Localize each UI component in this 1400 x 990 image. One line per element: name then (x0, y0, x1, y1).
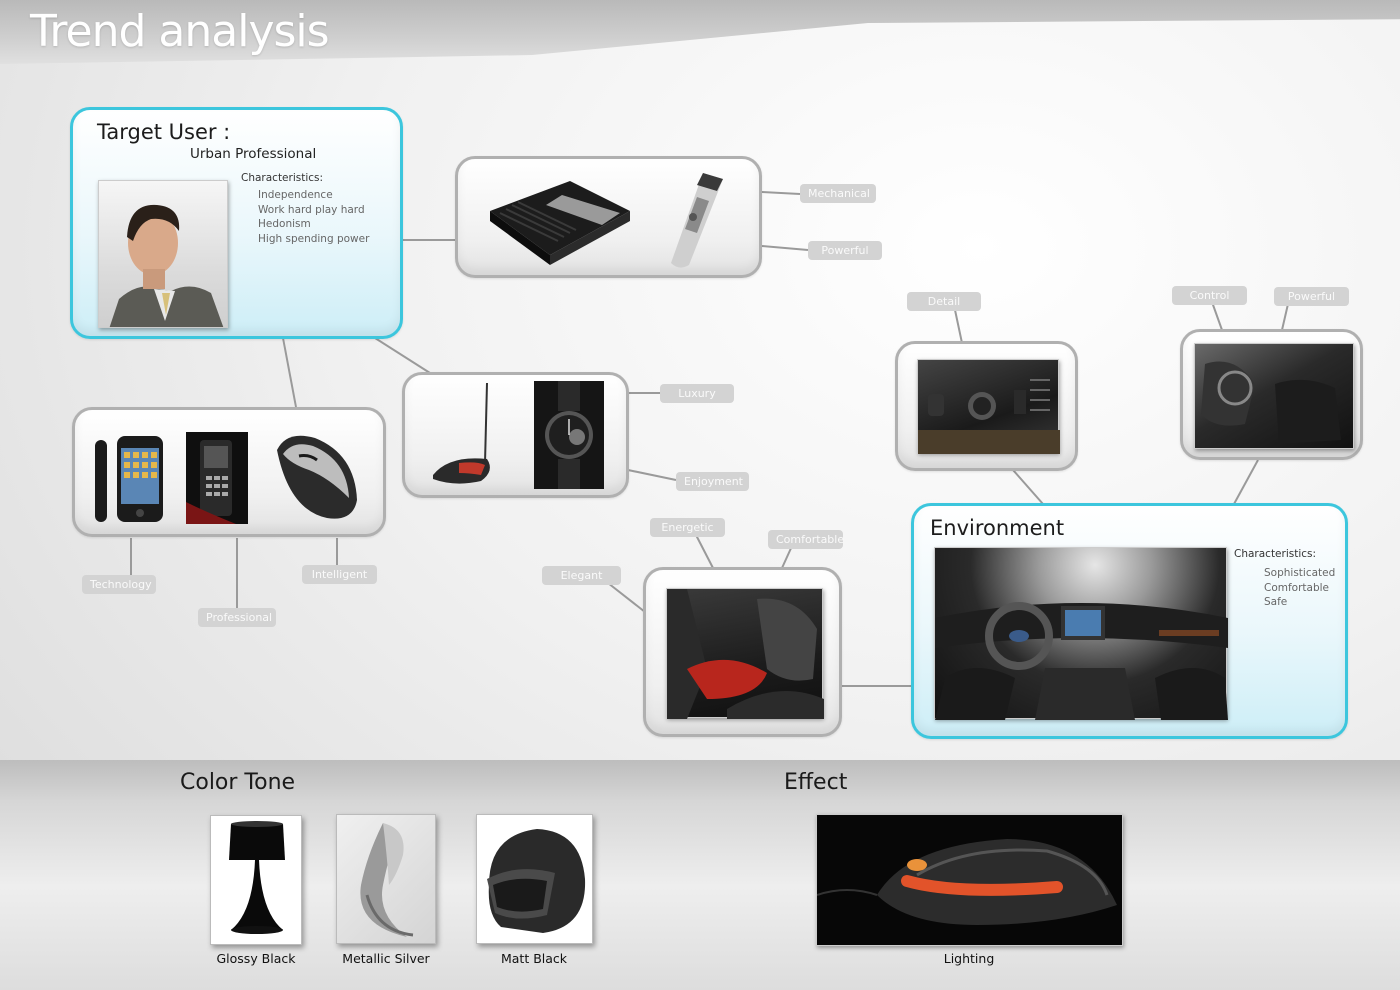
tag-control: Control (1172, 286, 1247, 305)
tag-detail: Detail (907, 292, 981, 311)
user-portrait (98, 180, 228, 328)
tag-elegant: Elegant (542, 566, 621, 585)
environment-box: Environment Characteristics: Sophisticat… (911, 503, 1348, 739)
tag-intelligent: Intelligent (302, 565, 377, 584)
watch-image (534, 381, 604, 489)
lighting-caption: Lighting (943, 951, 995, 966)
tag-enjoyment: Enjoyment (676, 472, 749, 491)
target-user-box: Target User : Urban Professional Charact… (70, 107, 403, 339)
tag-powerful-2: Powerful (1274, 287, 1349, 306)
tag-professional: Professional (198, 608, 276, 627)
metallic-silver-swatch (336, 814, 436, 944)
dashboard-detail-photo (917, 359, 1060, 454)
characteristic-item: High spending power (258, 232, 370, 245)
matt-black-caption: Matt Black (500, 951, 568, 966)
matt-black-swatch (476, 814, 593, 944)
car-seat-photo (666, 588, 824, 719)
characteristic-item: Sophisticated (1264, 567, 1336, 579)
smartphone-image (93, 434, 167, 528)
effect-title: Effect (784, 770, 848, 795)
characteristic-item: Safe (1264, 596, 1288, 608)
glossy-black-swatch (210, 815, 302, 945)
tag-powerful: Powerful (808, 241, 882, 260)
comfort-box (643, 567, 842, 737)
characteristic-item: Hedonism (258, 218, 311, 230)
target-user-characteristics-list: Independence Work hard play hard Hedonis… (258, 188, 369, 246)
luxury-products-box (402, 372, 629, 498)
environment-title: Environment (930, 516, 1065, 540)
tag-energetic: Energetic (650, 518, 725, 537)
color-tone-title: Color Tone (180, 770, 296, 795)
detail-box (895, 341, 1078, 471)
mobile-phone-image (186, 432, 248, 524)
golf-club-image (429, 382, 499, 491)
characteristic-item: Work hard play hard (258, 203, 365, 216)
mouse-image (269, 430, 361, 528)
lighting-effect-photo (816, 814, 1123, 946)
tag-luxury: Luxury (660, 384, 734, 403)
environment-characteristics-list: Sophisticated Comfortable Safe (1264, 566, 1335, 610)
characteristic-item: Comfortable (1264, 581, 1330, 594)
target-user-characteristics-label: Characteristics: (241, 172, 324, 184)
mechanical-products-box (455, 156, 762, 278)
amplifier-image (480, 171, 630, 271)
target-user-title: Target User : (97, 120, 231, 144)
tag-mechanical: Mechanical (800, 184, 876, 203)
metallic-silver-caption: Metallic Silver (342, 951, 430, 966)
tag-technology: Technology (82, 575, 156, 594)
characteristic-item: Independence (258, 189, 333, 201)
page-title: Trend analysis (30, 6, 330, 57)
environment-characteristics-label: Characteristics: (1234, 548, 1317, 560)
target-user-subtitle: Urban Professional (190, 146, 317, 162)
glossy-black-caption: Glossy Black (216, 951, 296, 966)
trimmer-image (653, 167, 733, 275)
control-box (1180, 329, 1363, 460)
tag-comfortable: Comfortable (768, 530, 844, 549)
car-dashboard-photo (934, 547, 1228, 720)
car-interior-photo (1194, 343, 1354, 449)
technology-products-box (72, 407, 386, 537)
